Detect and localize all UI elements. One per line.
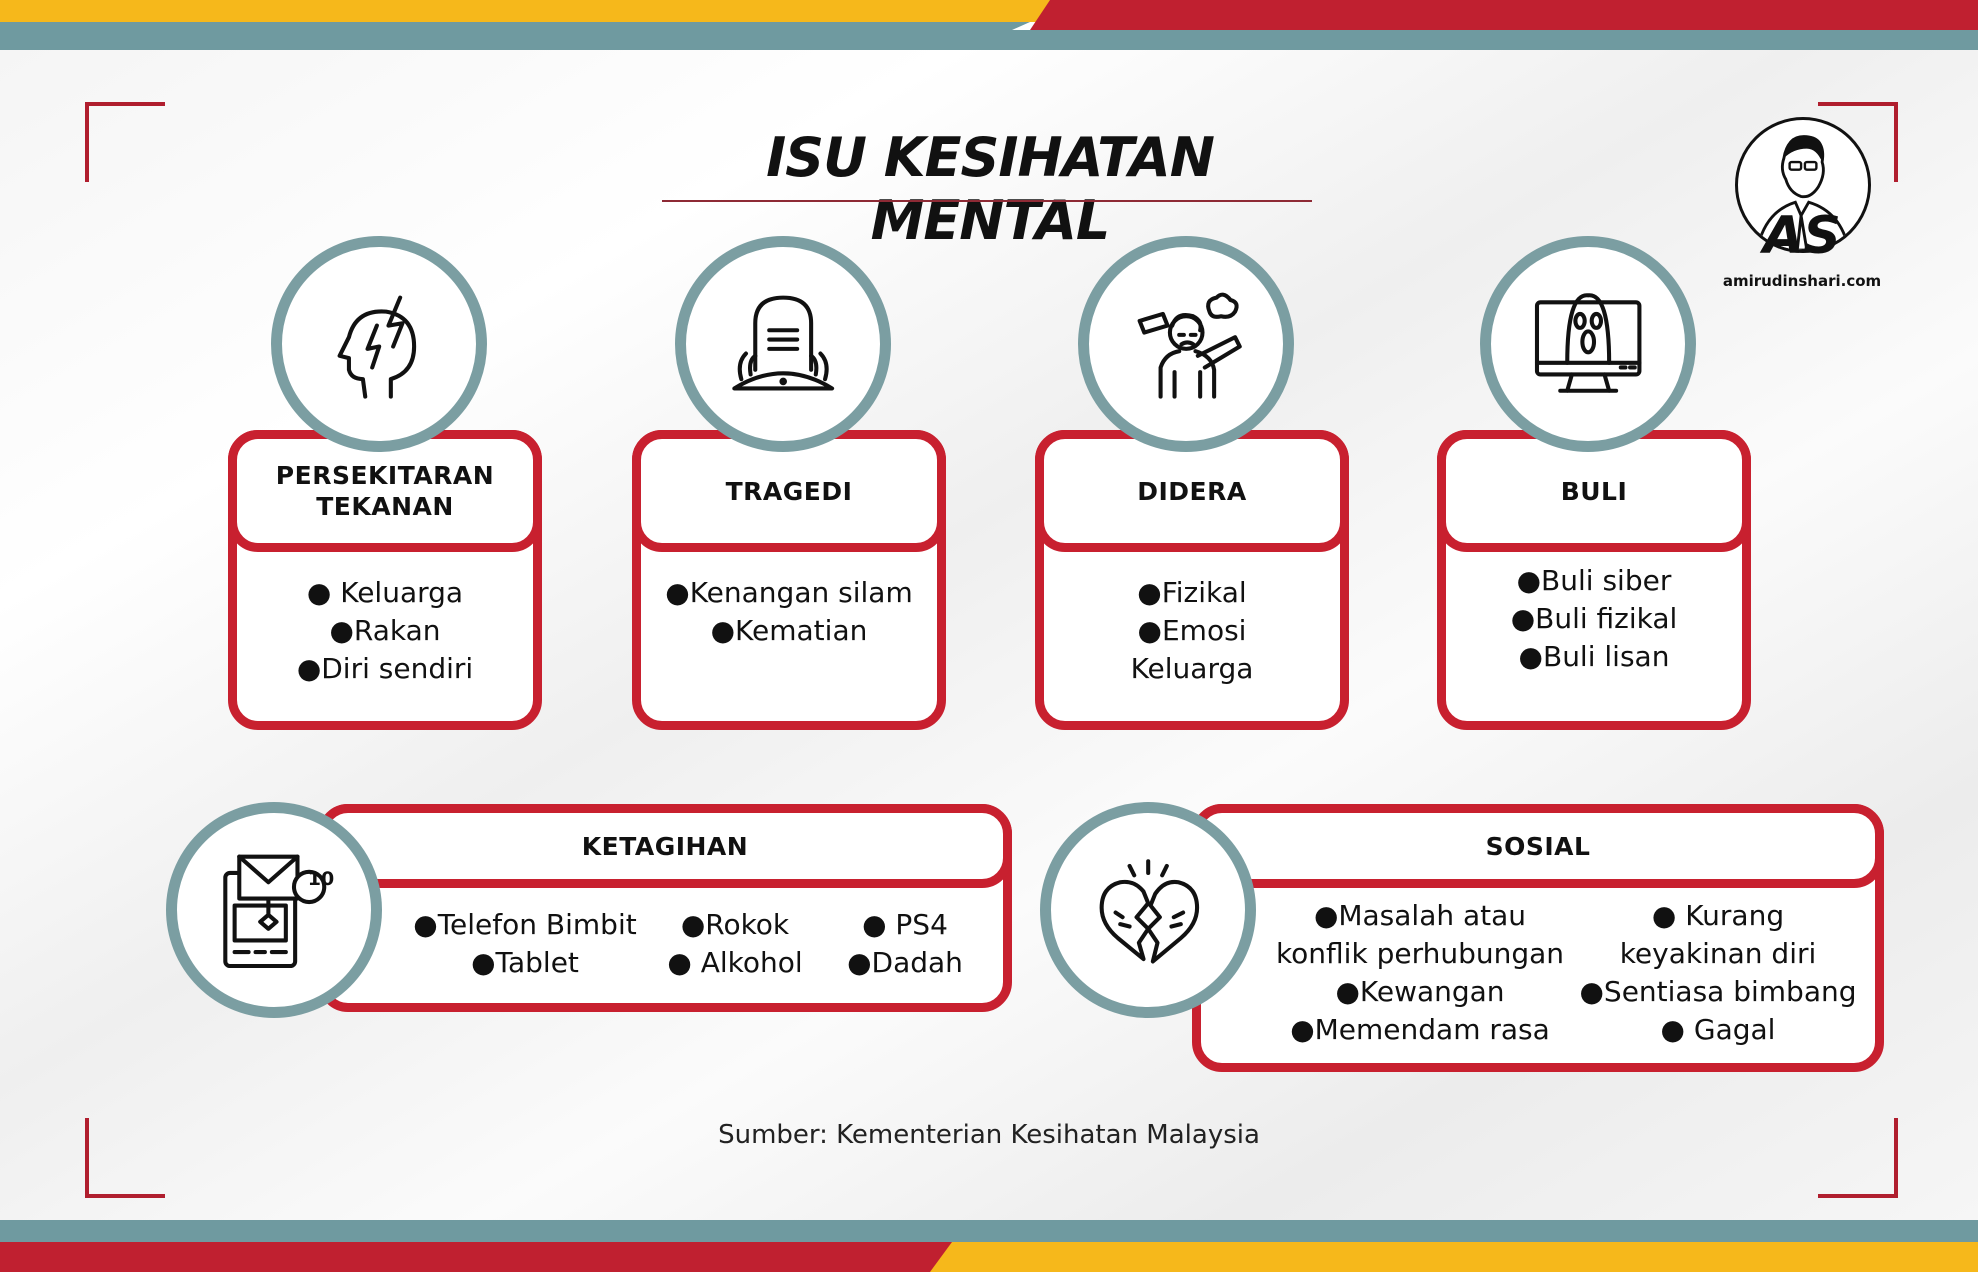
list-item: ●Dadah bbox=[847, 946, 963, 979]
list-item: ●Rokok bbox=[680, 908, 790, 941]
card-items: ● Keluarga ●Rakan ●Diri sendiri bbox=[228, 574, 542, 688]
card-title: DIDERA bbox=[1137, 476, 1247, 506]
icon-circle bbox=[1040, 802, 1256, 1018]
corner-top-left bbox=[85, 102, 165, 182]
list-item: ● PS4 bbox=[862, 908, 948, 941]
abused-person-icon bbox=[1137, 292, 1242, 399]
list-item: ●Buli siber bbox=[1516, 564, 1672, 597]
notification-badge: 10 bbox=[307, 868, 335, 890]
card-title: PERSEKITARAN TEKANAN bbox=[275, 461, 495, 521]
ketagihan-col-3: ● PS4 ●Dadah bbox=[820, 906, 990, 982]
bottom-stripe-yellow bbox=[930, 1242, 1978, 1272]
card-items: ●Fizikal ●Emosi Keluarga bbox=[1035, 574, 1349, 688]
cyberbully-screen-icon bbox=[1534, 293, 1642, 393]
corner-bottom-right bbox=[1818, 1118, 1898, 1198]
card-title: BULI bbox=[1560, 476, 1628, 506]
list-item: ●Telefon Bimbit bbox=[413, 908, 637, 941]
card-header: KETAGIHAN bbox=[318, 804, 1012, 888]
list-item: ●Kenangan silam bbox=[665, 576, 913, 609]
list-item: Keluarga bbox=[1130, 652, 1254, 685]
avatar bbox=[1735, 117, 1871, 253]
top-stripe-yellow bbox=[0, 0, 1060, 22]
top-stripe-red bbox=[1030, 0, 1978, 30]
icon-circle bbox=[271, 236, 487, 452]
list-item: keyakinan diri bbox=[1619, 937, 1817, 970]
icon-circle bbox=[1078, 236, 1294, 452]
list-item: ● Keluarga bbox=[306, 576, 464, 609]
list-item: ● Kurang bbox=[1651, 899, 1785, 932]
list-item: ●Diri sendiri bbox=[296, 652, 474, 685]
source-note: Sumber: Kementerian Kesihatan Malaysia bbox=[718, 1120, 1260, 1150]
page-title: ISU KESIHATAN MENTAL bbox=[766, 126, 1215, 252]
portrait-icon bbox=[1755, 135, 1851, 250]
title-underline bbox=[662, 200, 1312, 202]
list-item: ●Fizikal bbox=[1137, 576, 1247, 609]
logo-initials: AS bbox=[1763, 206, 1841, 266]
list-item: ● Alkohol bbox=[667, 946, 803, 979]
list-item: ●Buli fizikal bbox=[1510, 602, 1678, 635]
phone-message-icon bbox=[223, 854, 327, 968]
logo-site: amirudinshari.com bbox=[1722, 272, 1882, 290]
corner-top-right bbox=[1818, 102, 1898, 182]
list-item: ●Kewangan bbox=[1335, 975, 1505, 1008]
list-item: ●Buli lisan bbox=[1518, 640, 1670, 673]
card-items: ●Kenangan silam ●Kematian bbox=[632, 574, 946, 650]
corner-bottom-left bbox=[85, 1118, 165, 1198]
icon-circle bbox=[1480, 236, 1696, 452]
list-item: ● Gagal bbox=[1660, 1013, 1776, 1046]
list-item: ●Masalah atau bbox=[1313, 899, 1527, 932]
list-item: ●Kematian bbox=[710, 614, 868, 647]
ketagihan-col-1: ●Telefon Bimbit ●Tablet bbox=[410, 906, 640, 982]
list-item: ●Emosi bbox=[1137, 614, 1247, 647]
icon-circle bbox=[675, 236, 891, 452]
list-item: konflik perhubungan bbox=[1275, 937, 1565, 970]
bottom-stripe-red bbox=[0, 1242, 960, 1272]
head-stress-icon bbox=[337, 295, 416, 399]
card-title: SOSIAL bbox=[1485, 831, 1591, 861]
list-item: ●Sentiasa bimbang bbox=[1579, 975, 1857, 1008]
gravestone-icon bbox=[732, 295, 834, 391]
sosial-col-1: ●Masalah atau konflik perhubungan ●Kewan… bbox=[1262, 897, 1578, 1049]
broken-heart-icon bbox=[1099, 859, 1199, 964]
list-item: ●Tablet bbox=[471, 946, 579, 979]
card-title: KETAGIHAN bbox=[581, 831, 749, 861]
list-item: ●Memendam rasa bbox=[1290, 1013, 1550, 1046]
icon-circle bbox=[166, 802, 382, 1018]
list-item: ●Rakan bbox=[329, 614, 441, 647]
ketagihan-col-2: ●Rokok ● Alkohol bbox=[640, 906, 830, 982]
card-title: TRAGEDI bbox=[725, 476, 853, 506]
bottom-stripe-teal bbox=[0, 1220, 1978, 1242]
card-items: ●Buli siber ●Buli fizikal ●Buli lisan bbox=[1437, 562, 1751, 676]
card-header: SOSIAL bbox=[1192, 804, 1884, 888]
sosial-col-2: ● Kurang keyakinan diri ●Sentiasa bimban… bbox=[1572, 897, 1864, 1049]
